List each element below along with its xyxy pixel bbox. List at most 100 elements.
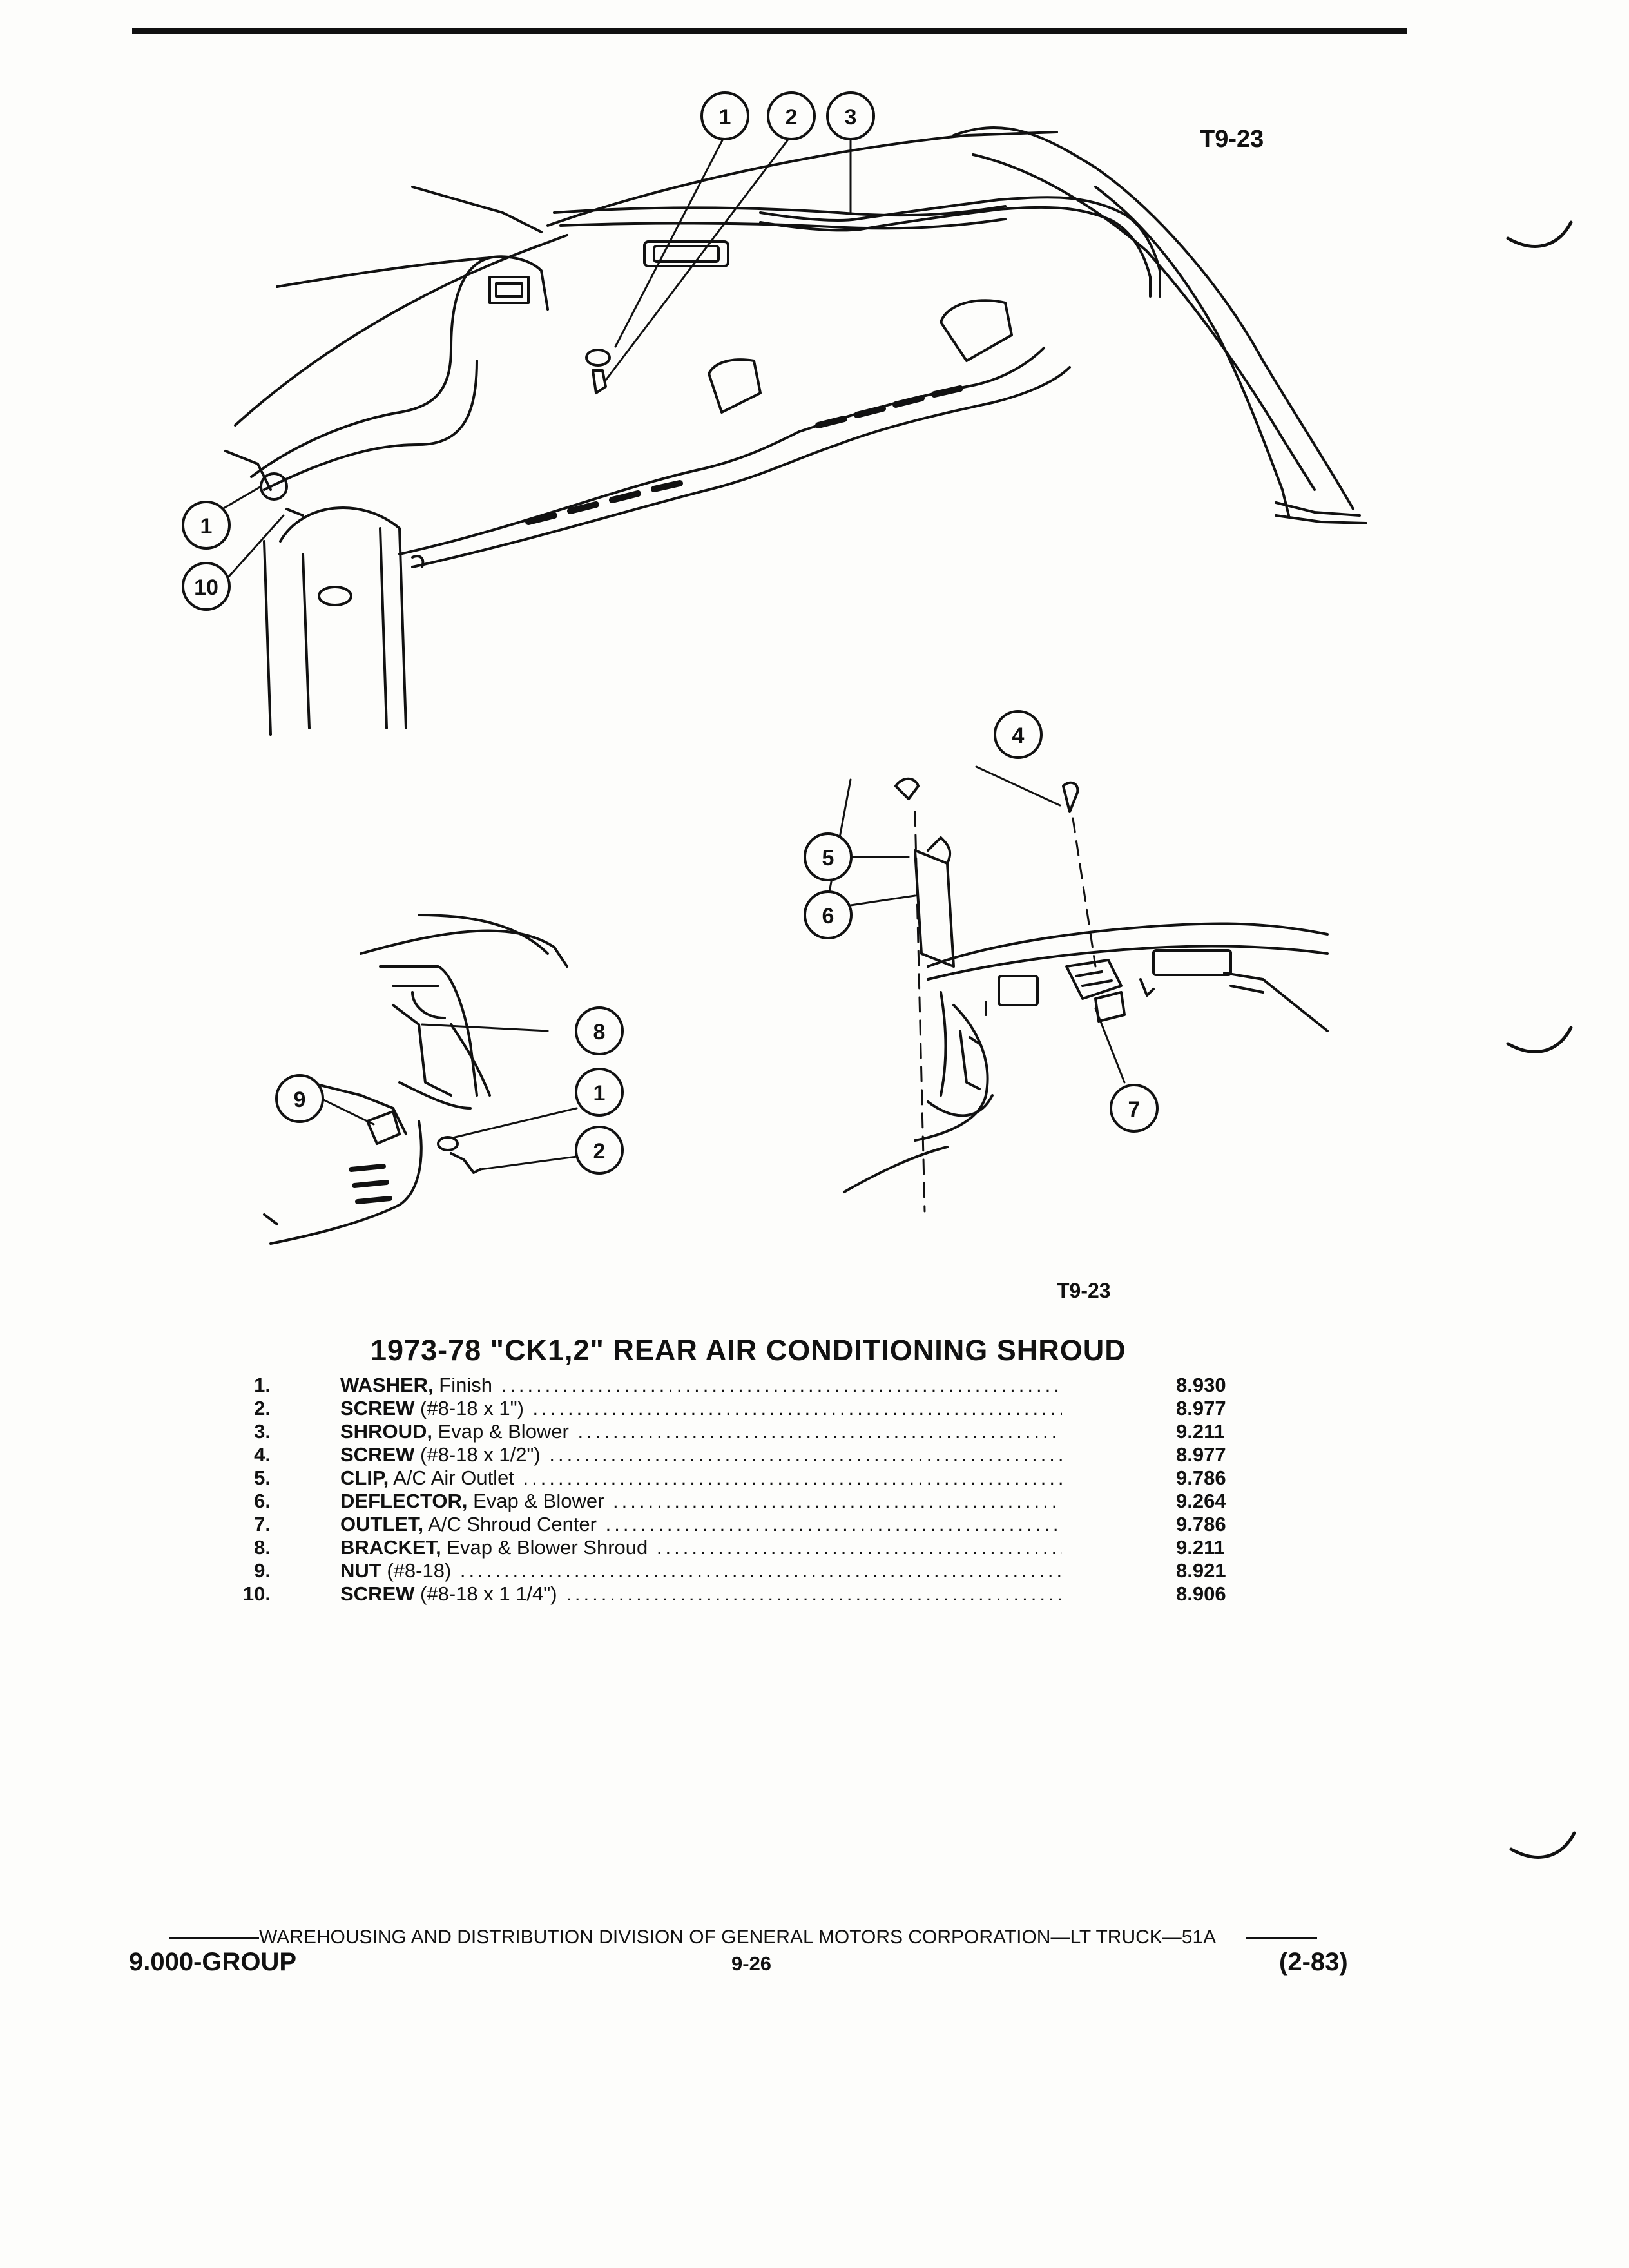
callout-circle-1-top bbox=[700, 91, 749, 140]
part-name: CLIP, bbox=[340, 1466, 389, 1489]
parts-list-row: 10. SCREW (#8-18 x 1 1/4") ..............… bbox=[232, 1582, 1276, 1606]
part-code: 8.930 bbox=[1176, 1374, 1226, 1396]
part-number: 1. bbox=[254, 1374, 271, 1396]
footer-division: WAREHOUSING AND DISTRIBUTION DIVISION OF… bbox=[259, 1927, 1215, 1948]
parts-list-row: 5. CLIP, A/C Air Outlet .................… bbox=[232, 1466, 1276, 1490]
callout-circle-5 bbox=[804, 832, 853, 881]
part-code: 9.786 bbox=[1176, 1466, 1226, 1489]
callout-label: 1 bbox=[719, 105, 731, 130]
parts-list-row: 7. OUTLET, A/C Shroud Center ............… bbox=[232, 1513, 1276, 1536]
part-description: SCREW (#8-18 x 1") .....................… bbox=[340, 1397, 1062, 1420]
callout-circle-4 bbox=[994, 710, 1043, 759]
leader-dots: ........................................… bbox=[532, 1397, 1062, 1419]
part-detail: Evap & Blower bbox=[467, 1490, 604, 1512]
parts-list: 1. WASHER, Finish .......................… bbox=[232, 1374, 1276, 1606]
part-name: SCREW bbox=[340, 1582, 415, 1605]
leader-dots: ........................................… bbox=[577, 1420, 1063, 1443]
callout-label: 10 bbox=[194, 575, 218, 600]
footer-division-line: WAREHOUSING AND DISTRIBUTION DIVISION OF… bbox=[169, 1927, 1367, 1948]
part-detail: (#8-18) bbox=[381, 1559, 452, 1582]
part-name: WASHER, bbox=[340, 1374, 434, 1396]
part-name: SCREW bbox=[340, 1443, 415, 1466]
part-detail: (#8-18 x 1") bbox=[414, 1397, 524, 1419]
leader-dots: ........................................… bbox=[549, 1443, 1062, 1466]
part-description: OUTLET, A/C Shroud Center ..............… bbox=[340, 1513, 1062, 1536]
callout-label: 3 bbox=[845, 105, 857, 130]
callout-label: 4 bbox=[1012, 724, 1025, 748]
leader-dots: ........................................… bbox=[605, 1513, 1062, 1535]
page-title: 1973-78 "CK1,2" REAR AIR CONDITIONING SH… bbox=[371, 1334, 1126, 1367]
parts-list-row: 6. DEFLECTOR, Evap & Blower .............… bbox=[232, 1490, 1276, 1513]
part-number: 5. bbox=[254, 1466, 271, 1489]
part-detail: (#8-18 x 1 1/4") bbox=[414, 1582, 557, 1605]
parts-list-row: 9. NUT (#8-18) ..........................… bbox=[232, 1559, 1276, 1582]
margin-mark bbox=[1509, 1831, 1576, 1859]
part-description: SCREW (#8-18 x 1 1/4") .................… bbox=[340, 1582, 1062, 1606]
callout-circle-1-bottom bbox=[575, 1068, 624, 1117]
part-detail: A/C Air Outlet bbox=[389, 1466, 514, 1489]
part-description: SHROUD, Evap & Blower ..................… bbox=[340, 1420, 1062, 1443]
top-rule bbox=[132, 28, 1407, 34]
footer-page-number: 9-26 bbox=[731, 1952, 772, 1975]
part-detail: Evap & Blower Shroud bbox=[441, 1536, 648, 1559]
parts-list-row: 2. SCREW (#8-18 x 1") ...................… bbox=[232, 1397, 1276, 1420]
part-number: 7. bbox=[254, 1513, 271, 1535]
callout-circle-8 bbox=[575, 1006, 624, 1055]
parts-list-row: 8.BRACKET, Evap & Blower Shroud ........… bbox=[232, 1536, 1276, 1559]
part-number: 2. bbox=[254, 1397, 271, 1419]
callout-circle-2-bottom bbox=[575, 1126, 624, 1175]
leader-dots: ........................................… bbox=[613, 1490, 1062, 1512]
part-description: SCREW (#8-18 x 1/2") ...................… bbox=[340, 1443, 1062, 1466]
part-name: BRACKET, bbox=[340, 1536, 441, 1559]
part-code: 8.921 bbox=[1176, 1559, 1226, 1582]
callout-circle-6 bbox=[804, 890, 853, 939]
part-description: WASHER, Finish .........................… bbox=[340, 1374, 1062, 1397]
part-name: SCREW bbox=[340, 1397, 415, 1419]
parts-list-row: 4. SCREW (#8-18 x 1/2") .................… bbox=[232, 1443, 1276, 1466]
callout-label: 5 bbox=[822, 846, 834, 870]
part-name: DEFLECTOR, bbox=[340, 1490, 468, 1512]
part-code: 9.211 bbox=[1176, 1536, 1225, 1559]
part-code: 8.906 bbox=[1176, 1582, 1226, 1605]
parts-list-row: 3. SHROUD, Evap & Blower ................… bbox=[232, 1420, 1276, 1443]
callout-label: 6 bbox=[822, 904, 834, 928]
leader-dots: ........................................… bbox=[523, 1466, 1062, 1489]
callout-label: 7 bbox=[1128, 1097, 1141, 1122]
callout-circle-7 bbox=[1110, 1084, 1159, 1133]
part-description: DEFLECTOR, Evap & Blower ...............… bbox=[340, 1490, 1062, 1513]
part-number: 6. bbox=[254, 1490, 271, 1512]
part-number: 3. bbox=[254, 1420, 271, 1443]
part-name: SHROUD, bbox=[340, 1420, 432, 1443]
parts-list-row: 1. WASHER, Finish .......................… bbox=[232, 1374, 1276, 1397]
callout-circle-1-left bbox=[182, 501, 231, 550]
leader-dots: ........................................… bbox=[501, 1374, 1062, 1396]
leader-dots: ........................................… bbox=[566, 1582, 1062, 1605]
part-detail: A/C Shroud Center bbox=[423, 1513, 597, 1535]
top-shroud-drawing bbox=[221, 126, 1367, 736]
part-description: NUT (#8-18) ............................… bbox=[340, 1559, 1062, 1582]
part-detail: (#8-18 x 1/2") bbox=[414, 1443, 541, 1466]
part-code: 8.977 bbox=[1176, 1443, 1226, 1466]
callout-label: 1 bbox=[200, 514, 213, 539]
leader-dots: ........................................… bbox=[656, 1536, 1062, 1559]
part-detail: Finish bbox=[433, 1374, 492, 1396]
part-name: NUT bbox=[340, 1559, 381, 1582]
part-code: 9.211 bbox=[1176, 1420, 1225, 1443]
part-name: OUTLET, bbox=[340, 1513, 424, 1535]
callout-circle-10-left bbox=[182, 562, 231, 611]
part-description: CLIP, A/C Air Outlet ...................… bbox=[340, 1466, 1062, 1490]
callout-label: 2 bbox=[786, 105, 798, 130]
callout-label: 1 bbox=[593, 1081, 606, 1106]
part-description: BRACKET, Evap & Blower Shroud ..........… bbox=[340, 1536, 1062, 1559]
figure-code-bottom: T9-23 bbox=[1057, 1279, 1111, 1302]
part-number: 10. bbox=[242, 1582, 271, 1605]
part-number: 4. bbox=[254, 1443, 271, 1466]
part-number: 9. bbox=[254, 1559, 271, 1582]
callout-label: 8 bbox=[593, 1020, 606, 1044]
part-code: 9.264 bbox=[1176, 1490, 1226, 1512]
callout-label: 9 bbox=[294, 1088, 306, 1112]
margin-mark bbox=[1506, 220, 1573, 248]
leader-dots: ........................................… bbox=[459, 1559, 1062, 1582]
bracket-drawing bbox=[263, 914, 578, 1245]
